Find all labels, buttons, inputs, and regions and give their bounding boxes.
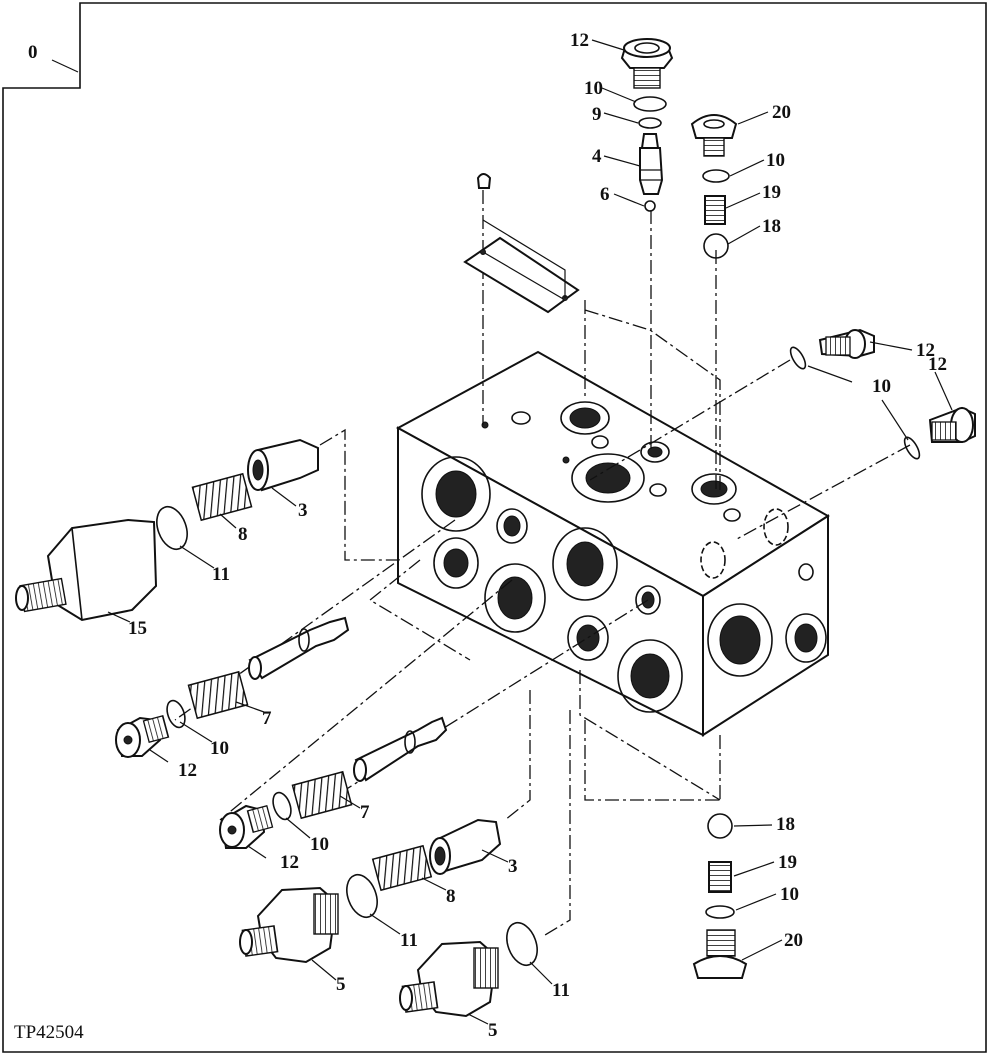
left-top-assembly xyxy=(15,438,319,622)
callout-12: 12 xyxy=(928,354,947,375)
relief-stack-top xyxy=(620,38,674,212)
callout-10: 10 xyxy=(584,78,603,99)
callout-10: 10 xyxy=(310,834,329,855)
callout-12: 12 xyxy=(916,340,935,361)
spool-assembly-lower xyxy=(219,716,448,849)
callout-18: 18 xyxy=(776,814,795,835)
callout-6: 6 xyxy=(600,184,610,205)
spool-assembly-upper xyxy=(115,616,350,758)
callout-11: 11 xyxy=(212,564,230,585)
callout-10: 10 xyxy=(780,884,799,905)
callout-4: 4 xyxy=(592,146,602,167)
check-stack-top xyxy=(690,114,738,259)
callout-20: 20 xyxy=(772,102,791,123)
figure-id: TP42504 xyxy=(14,1022,84,1043)
callout-labels: 12 10 9 4 6 20 10 19 18 12 10 12 3 8 11 … xyxy=(128,30,947,1041)
callout-11: 11 xyxy=(552,980,570,1001)
callout-11: 11 xyxy=(400,930,418,951)
name-plate xyxy=(463,173,580,314)
valve-housing xyxy=(395,350,830,737)
right-plugs xyxy=(789,328,976,460)
callout-19: 19 xyxy=(778,852,797,873)
leader-lines xyxy=(107,39,953,1025)
center-lines xyxy=(174,190,911,936)
callout-20: 20 xyxy=(784,930,803,951)
callout-9: 9 xyxy=(592,104,602,125)
check-stack-bottom xyxy=(692,813,748,979)
callout-18: 18 xyxy=(762,216,781,237)
callout-8: 8 xyxy=(238,524,248,545)
callout-10: 10 xyxy=(872,376,891,397)
lower-left-assembly xyxy=(239,818,502,964)
callout-3: 3 xyxy=(298,500,308,521)
callout-15: 15 xyxy=(128,618,147,639)
callout-12: 12 xyxy=(280,852,299,873)
callout-12: 12 xyxy=(570,30,589,51)
callout-19: 19 xyxy=(762,182,781,203)
callout-12: 12 xyxy=(178,760,197,781)
callout-5: 5 xyxy=(488,1020,498,1041)
callout-3: 3 xyxy=(508,856,518,877)
callout-7: 7 xyxy=(262,708,272,729)
callout-10: 10 xyxy=(766,150,785,171)
lower-right-assembly xyxy=(399,921,538,1018)
callout-10: 10 xyxy=(210,738,229,759)
callout-7: 7 xyxy=(360,802,370,823)
callout-5: 5 xyxy=(336,974,346,995)
corner-tab-label: 0 xyxy=(28,42,38,63)
callout-8: 8 xyxy=(446,886,456,907)
corner-tab-leader xyxy=(51,59,79,73)
